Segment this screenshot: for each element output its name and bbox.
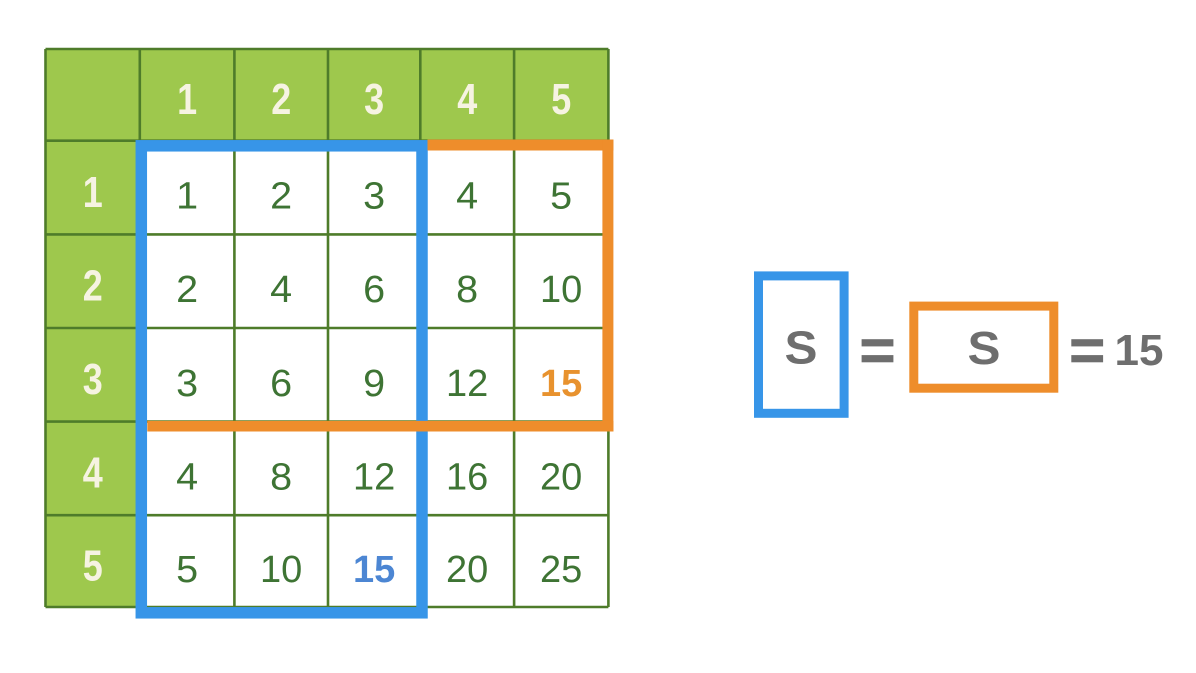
svg-text:5: 5 <box>176 549 198 591</box>
svg-text:15: 15 <box>1115 326 1164 375</box>
svg-text:1: 1 <box>83 168 103 217</box>
svg-text:4: 4 <box>83 449 103 498</box>
svg-text:2: 2 <box>176 269 198 311</box>
svg-text:1: 1 <box>176 176 198 218</box>
svg-text:S: S <box>785 322 818 374</box>
svg-text:8: 8 <box>456 269 478 311</box>
svg-text:3: 3 <box>364 75 384 124</box>
svg-text:6: 6 <box>270 363 292 405</box>
svg-text:20: 20 <box>540 456 582 498</box>
svg-text:20: 20 <box>446 549 488 591</box>
svg-text:5: 5 <box>551 75 571 124</box>
svg-text:3: 3 <box>176 363 198 405</box>
svg-text:6: 6 <box>363 269 385 311</box>
svg-text:12: 12 <box>353 456 395 498</box>
svg-text:4: 4 <box>176 456 198 498</box>
svg-text:2: 2 <box>271 75 291 124</box>
svg-text:2: 2 <box>83 261 103 310</box>
svg-text:4: 4 <box>456 176 478 218</box>
svg-text:3: 3 <box>83 355 103 404</box>
svg-text:10: 10 <box>540 269 582 311</box>
svg-text:12: 12 <box>446 363 488 405</box>
svg-text:1: 1 <box>177 75 197 124</box>
svg-text:4: 4 <box>457 75 477 124</box>
svg-text:16: 16 <box>446 456 488 498</box>
svg-text:8: 8 <box>270 456 292 498</box>
svg-text:10: 10 <box>260 549 302 591</box>
svg-text:5: 5 <box>83 541 103 590</box>
svg-text:9: 9 <box>363 363 385 405</box>
svg-text:4: 4 <box>270 269 292 311</box>
svg-text:5: 5 <box>550 176 572 218</box>
svg-text:S: S <box>968 322 1001 374</box>
svg-text:2: 2 <box>270 176 292 218</box>
svg-text:3: 3 <box>363 176 385 218</box>
svg-text:15: 15 <box>353 549 395 591</box>
svg-text:15: 15 <box>540 363 582 405</box>
svg-text:25: 25 <box>540 549 582 591</box>
